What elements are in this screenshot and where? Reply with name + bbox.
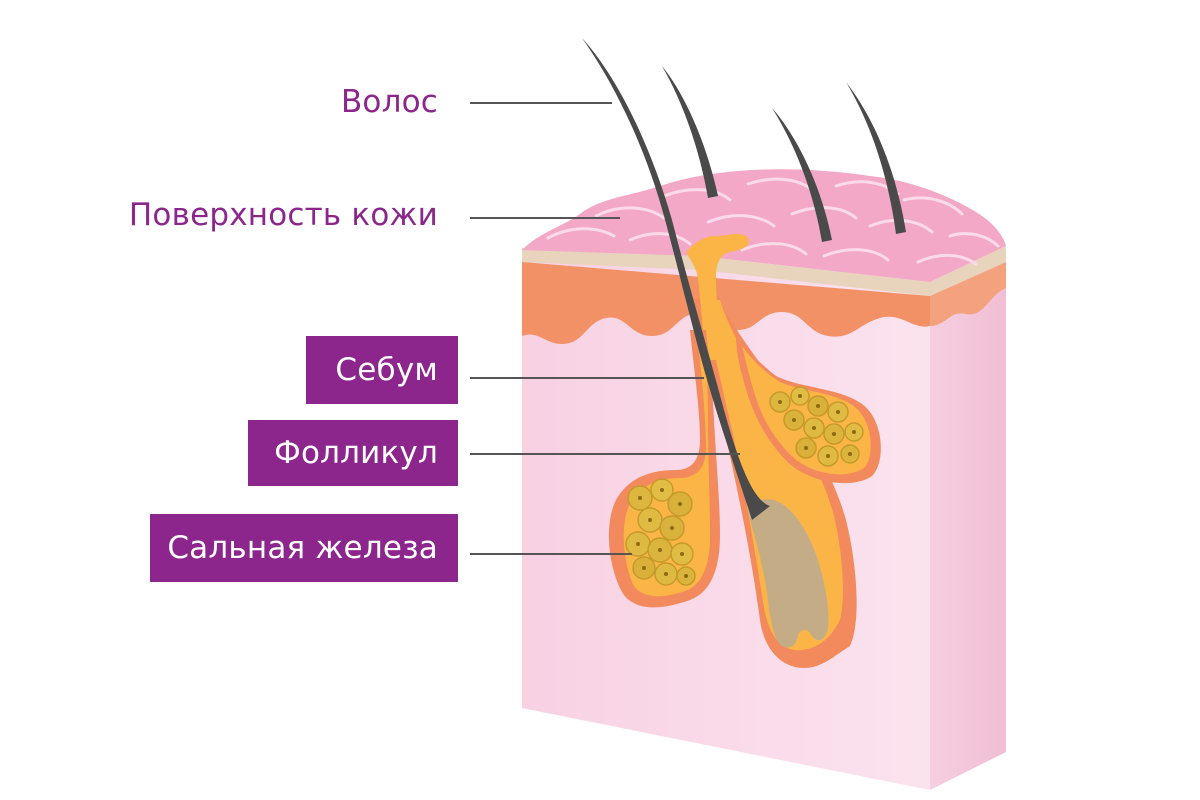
sebum-channel <box>686 233 749 360</box>
hair-root <box>748 499 829 648</box>
epidermis-layer <box>522 246 1006 296</box>
skin-block-side <box>930 256 1006 790</box>
sebaceous-gland-left <box>623 340 710 597</box>
dermis-band <box>522 262 930 344</box>
gland-nuclei-left <box>636 488 688 578</box>
label-sebaceous-gland: Сальная железа <box>150 514 458 582</box>
label-skin-surface: Поверхность кожи <box>128 197 438 233</box>
gland-nuclei-right <box>778 394 856 458</box>
label-hair: Волос <box>340 84 438 120</box>
hair-strand-4 <box>846 82 906 234</box>
label-sebum: Себум <box>306 336 458 404</box>
skin-surface-top <box>522 169 1006 282</box>
hair-strand-3 <box>772 108 832 242</box>
leader-lines <box>470 102 740 555</box>
gland-cells-left <box>625 478 696 586</box>
skin-surface-cells <box>546 177 1000 266</box>
hair-strand-2 <box>662 66 718 198</box>
label-follicle: Фолликул <box>248 420 458 486</box>
dermis-band-side <box>930 262 1006 326</box>
